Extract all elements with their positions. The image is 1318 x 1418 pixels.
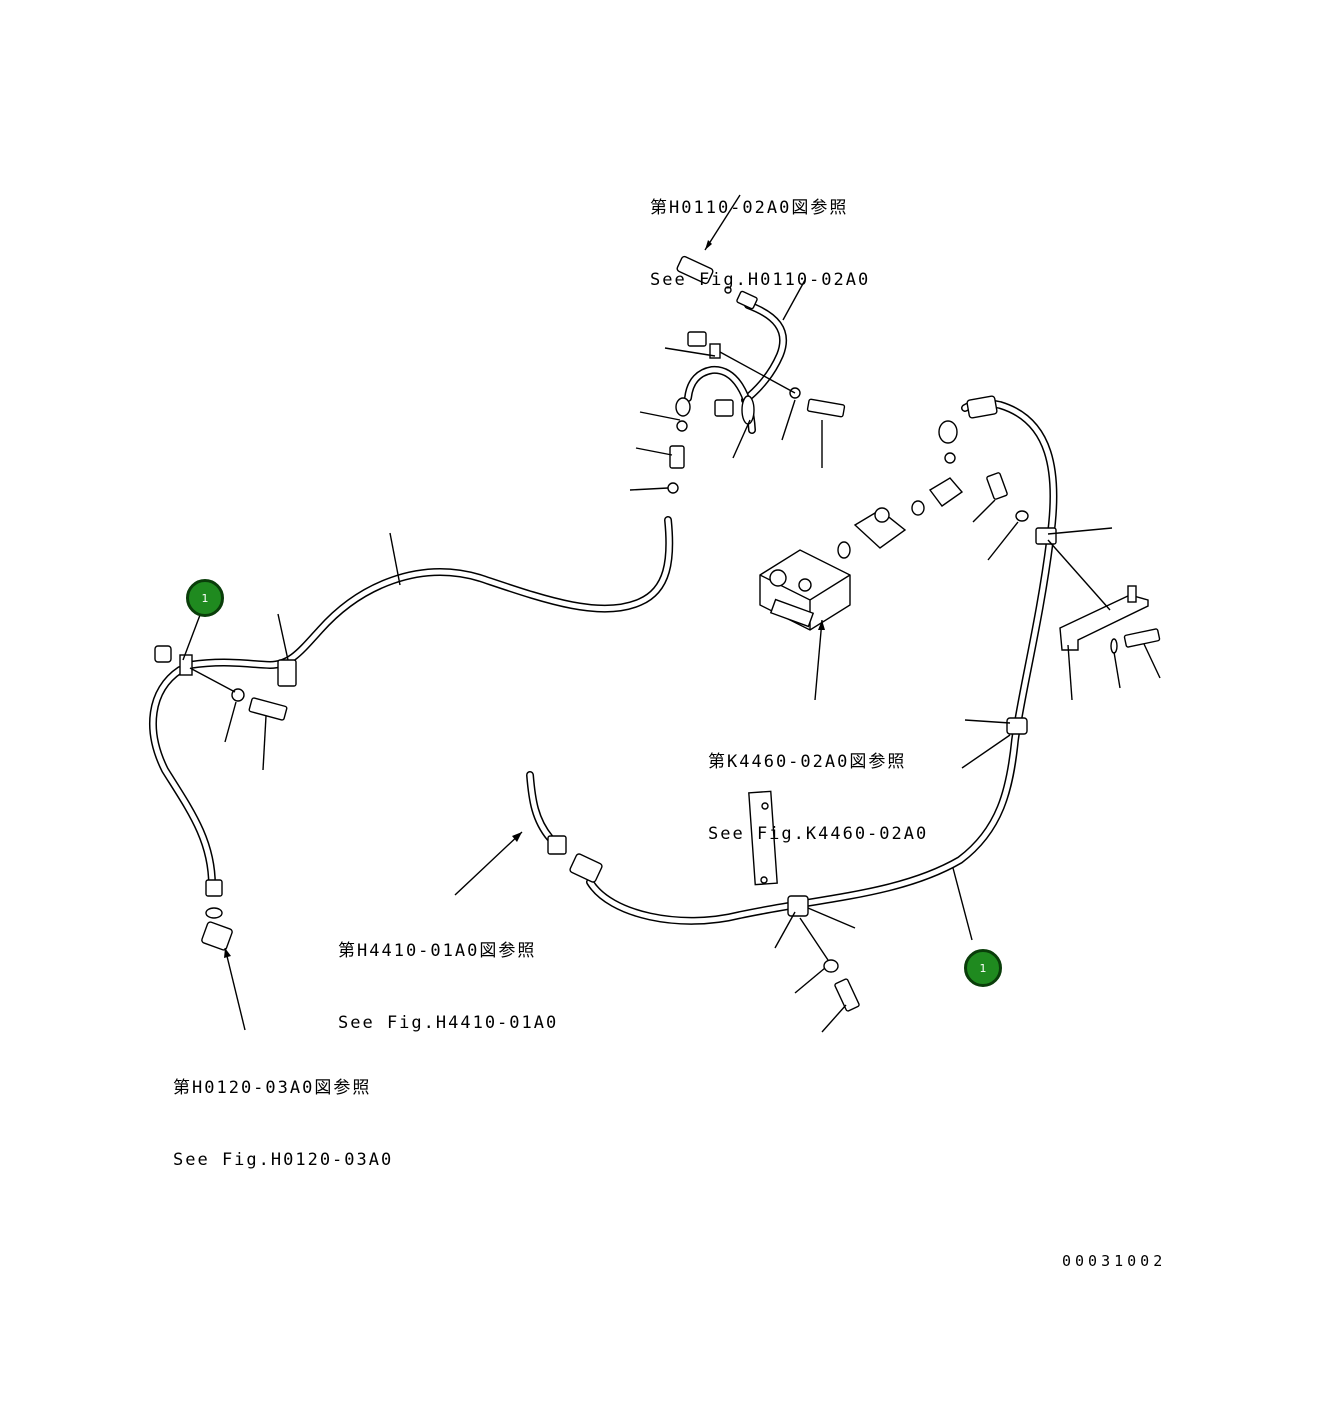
reference-h4410-jp: 第H4410-01A0図参照: [338, 941, 537, 961]
reference-h0110: 第H0110-02A0図参照 See Fig.H0110-02A0: [650, 148, 870, 316]
hose-middle-stub: [526, 771, 554, 842]
part-callout-1-right[interactable]: 1: [964, 949, 1002, 987]
reference-h0120-jp: 第H0120-03A0図参照: [173, 1078, 372, 1098]
part-callout-1-left[interactable]: 1: [186, 579, 224, 617]
hose-left-down: [149, 666, 216, 889]
hose-lower-right: [586, 399, 1058, 925]
bracket-lower-middle: [547, 790, 860, 1012]
hose-upper-left: [186, 516, 674, 669]
clamp-left: [154, 645, 297, 951]
reference-h4410-en: See Fig.H4410-01A0: [338, 1013, 559, 1033]
hose-top-connector: [684, 301, 788, 434]
reference-k4460: 第K4460-02A0図参照 See Fig.K4460-02A0: [708, 702, 928, 870]
reference-h0110-jp: 第H0110-02A0図参照: [650, 198, 849, 218]
bracket-right: [986, 472, 1161, 735]
reference-k4460-en: See Fig.K4460-02A0: [708, 824, 929, 844]
reference-k4460-jp: 第K4460-02A0図参照: [708, 752, 907, 772]
clamp-block-top: [667, 331, 846, 494]
manifold-block: [759, 395, 998, 631]
reference-h0120-en: See Fig.H0120-03A0: [173, 1150, 394, 1170]
reference-h0110-en: See Fig.H0110-02A0: [650, 270, 871, 290]
reference-h0120: 第H0120-03A0図参照 See Fig.H0120-03A0: [173, 1028, 393, 1196]
leader-lines: [182, 194, 1161, 1033]
figure-id: 00031002: [1062, 1252, 1167, 1270]
fitting-top: [676, 255, 758, 310]
reference-h4410: 第H4410-01A0図参照 See Fig.H4410-01A0: [338, 891, 558, 1059]
